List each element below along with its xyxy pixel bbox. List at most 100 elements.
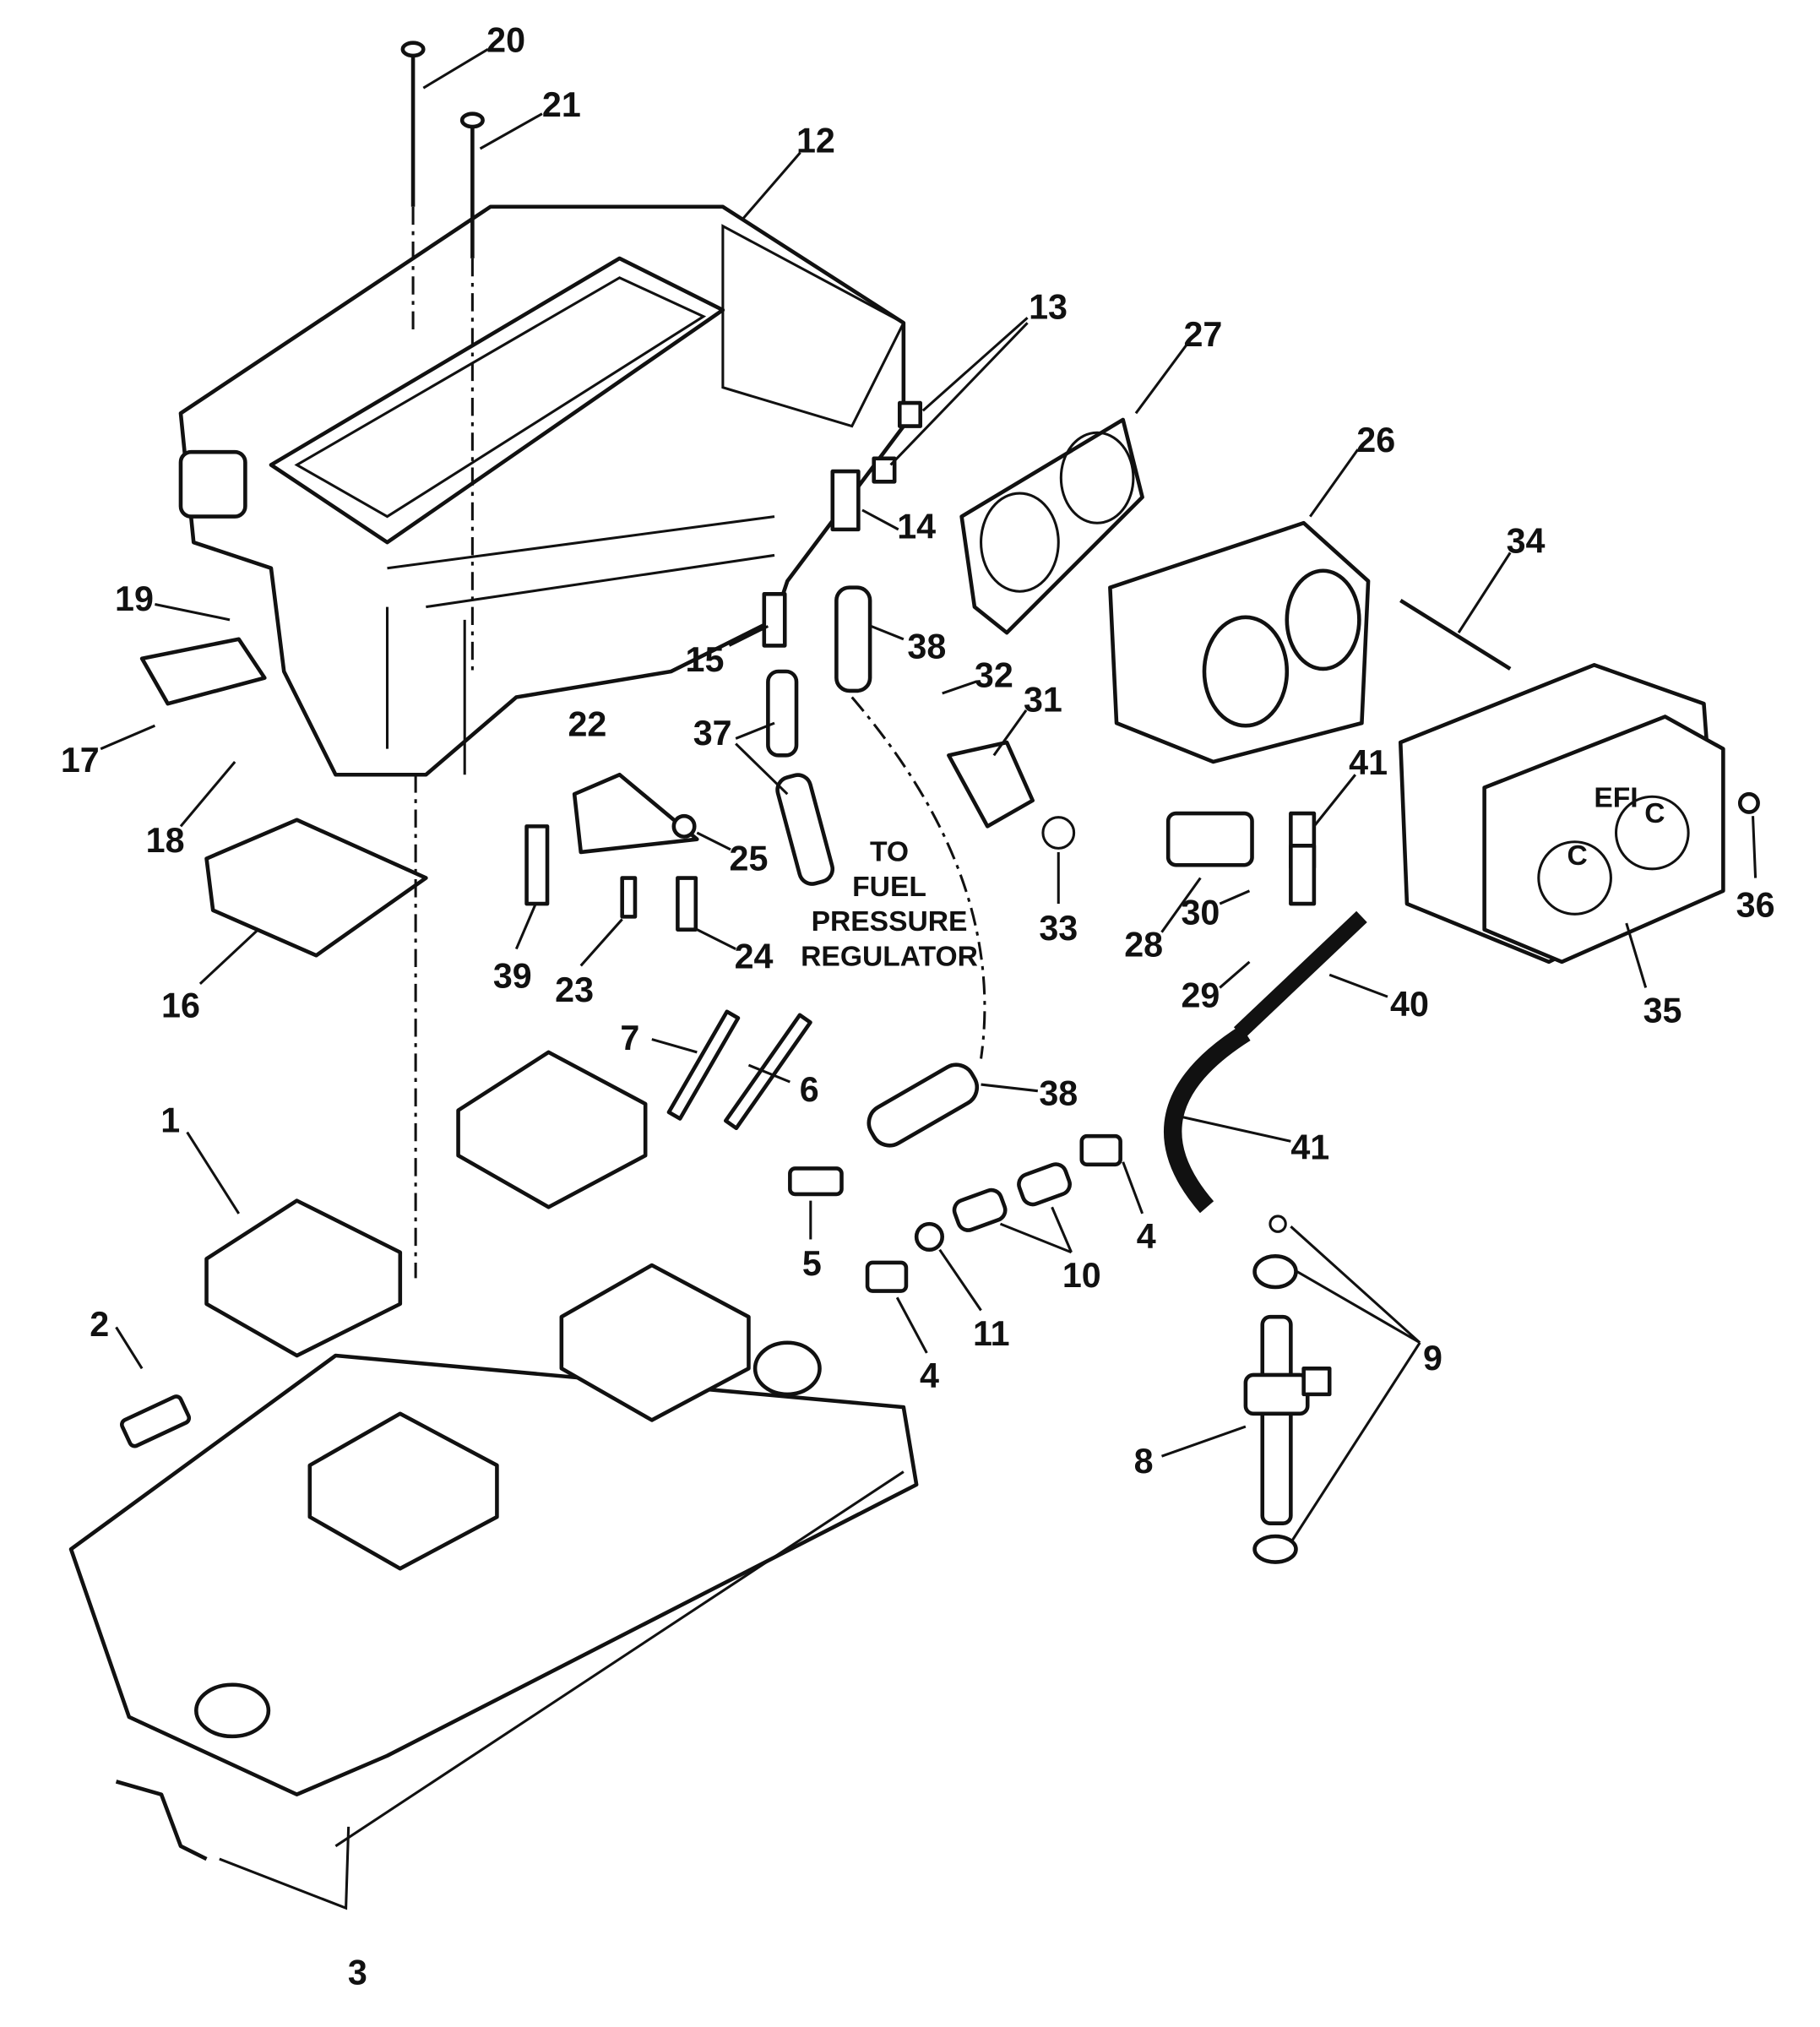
sensor-part-17 bbox=[139, 637, 267, 706]
port-c-left: C bbox=[1567, 840, 1588, 872]
callout-38: 38 bbox=[1039, 1074, 1078, 1113]
callout-21: 21 bbox=[542, 85, 581, 124]
stud-part-6 bbox=[723, 1013, 812, 1131]
seal-part-9c bbox=[1252, 1534, 1298, 1564]
nut-part-36 bbox=[1737, 791, 1760, 814]
fitting-part-14 bbox=[830, 469, 861, 532]
nut-part-25 bbox=[671, 813, 697, 839]
stud-part-34 bbox=[1399, 598, 1512, 671]
hose-part-41 bbox=[1163, 1024, 1251, 1214]
note-line-3: PRESSURE bbox=[812, 906, 968, 937]
fitting-part-15 bbox=[762, 591, 787, 648]
hose-part-38-upper bbox=[834, 585, 872, 693]
seal-part-9a bbox=[1269, 1215, 1287, 1233]
callout-3: 3 bbox=[348, 1953, 367, 1992]
callout-36: 36 bbox=[1736, 885, 1775, 924]
leader-lines bbox=[100, 47, 1758, 1910]
bolt-part-7 bbox=[666, 1009, 741, 1121]
sensor-part-39 bbox=[524, 824, 550, 906]
callout-39: 39 bbox=[493, 956, 532, 995]
callout-34: 34 bbox=[1507, 521, 1546, 560]
port-c-right: C bbox=[1644, 798, 1665, 829]
callout-12: 12 bbox=[796, 122, 835, 160]
callout-11: 11 bbox=[973, 1314, 1010, 1353]
callout-29: 29 bbox=[1181, 975, 1220, 1014]
callout-4: 4 bbox=[920, 1356, 939, 1395]
bracket-part-22 bbox=[572, 772, 699, 855]
plenum-part-12 bbox=[178, 204, 906, 777]
callout-10: 10 bbox=[1062, 1256, 1101, 1295]
callout-1: 1 bbox=[160, 1101, 180, 1140]
hose-part-37b bbox=[775, 773, 835, 886]
callout-5: 5 bbox=[802, 1244, 822, 1283]
plug-part-13a bbox=[897, 400, 923, 428]
injector-part-8 bbox=[1243, 1314, 1332, 1525]
callout-35: 35 bbox=[1643, 992, 1682, 1030]
callout-9: 9 bbox=[1423, 1339, 1442, 1378]
callout-22: 22 bbox=[568, 704, 606, 743]
callout-31: 31 bbox=[1024, 680, 1062, 719]
fitting-part-4a bbox=[865, 1260, 909, 1293]
bolt-part-24 bbox=[676, 876, 698, 932]
screw-part-23 bbox=[620, 876, 638, 919]
bolt-part-21 bbox=[459, 111, 485, 671]
gasket-part-16 bbox=[204, 818, 428, 958]
callout-32: 32 bbox=[975, 655, 1013, 694]
callout-15: 15 bbox=[686, 640, 725, 679]
fitting-part-40 bbox=[1233, 910, 1367, 1039]
callout-19: 19 bbox=[115, 579, 154, 618]
gasket-part-27 bbox=[959, 417, 1144, 635]
callout-26: 26 bbox=[1356, 421, 1395, 459]
intake-manifold-part-1 bbox=[68, 1050, 919, 1848]
flame-arrestor-part-35: EFI C C bbox=[1398, 663, 1725, 965]
callout-8: 8 bbox=[1134, 1442, 1154, 1481]
hose-part-41-short bbox=[1289, 844, 1317, 906]
fuel-pressure-regulator-note: TO FUEL PRESSURE REGULATOR bbox=[801, 837, 978, 973]
callout-6: 6 bbox=[800, 1070, 819, 1109]
clamp-part-11 bbox=[914, 1221, 945, 1252]
callout-23: 23 bbox=[555, 970, 594, 1009]
fitting-part-5 bbox=[788, 1166, 844, 1197]
callout-28: 28 bbox=[1124, 926, 1163, 965]
callout-40: 40 bbox=[1390, 985, 1429, 1024]
callout-2: 2 bbox=[90, 1305, 109, 1344]
callout-17: 17 bbox=[61, 741, 100, 780]
hose-part-10a bbox=[952, 1187, 1008, 1232]
o-ring-part-33 bbox=[1041, 816, 1076, 850]
plug-part-2 bbox=[120, 1394, 192, 1448]
gasket-part-3 bbox=[115, 1780, 208, 1861]
callout-30: 30 bbox=[1181, 894, 1220, 932]
callout-4: 4 bbox=[1137, 1217, 1156, 1256]
hose-part-38-lower bbox=[867, 1062, 980, 1148]
hose-part-10b bbox=[1017, 1162, 1072, 1207]
callout-16: 16 bbox=[161, 986, 200, 1025]
throttle-body-part-26 bbox=[1108, 520, 1371, 870]
fitting-part-4b bbox=[1079, 1133, 1122, 1167]
hose-routing-line bbox=[850, 696, 986, 1059]
callout-41: 41 bbox=[1290, 1128, 1329, 1167]
callout-37: 37 bbox=[693, 714, 732, 753]
note-line-2: FUEL bbox=[852, 872, 926, 903]
callout-25: 25 bbox=[730, 839, 769, 878]
note-line-1: TO bbox=[870, 837, 909, 868]
note-line-4: REGULATOR bbox=[801, 941, 978, 972]
callout-18: 18 bbox=[146, 821, 185, 860]
valve-part-31 bbox=[947, 740, 1035, 829]
efi-marking: EFI bbox=[1594, 782, 1638, 813]
callout-7: 7 bbox=[620, 1019, 639, 1057]
callout-41: 41 bbox=[1349, 743, 1388, 782]
callout-24: 24 bbox=[735, 937, 774, 976]
plug-part-13b bbox=[872, 456, 897, 484]
callout-27: 27 bbox=[1183, 315, 1222, 354]
bolt-part-20 bbox=[400, 41, 426, 336]
callout-20: 20 bbox=[486, 20, 525, 59]
callout-33: 33 bbox=[1039, 909, 1078, 948]
callout-13: 13 bbox=[1029, 288, 1068, 327]
hose-part-37a bbox=[766, 669, 799, 758]
callout-38: 38 bbox=[907, 628, 946, 666]
seal-part-9b bbox=[1252, 1254, 1298, 1290]
callout-14: 14 bbox=[897, 508, 936, 546]
